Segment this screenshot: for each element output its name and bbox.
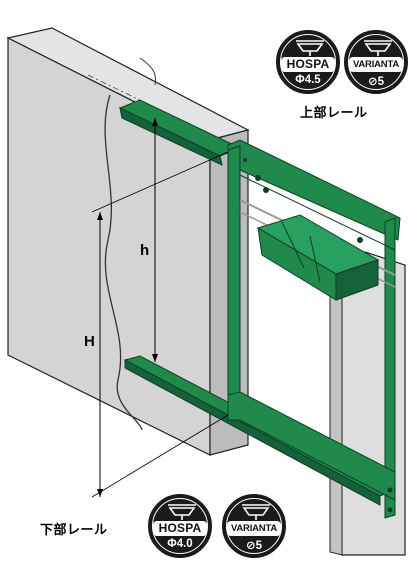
badge-brand: VARIANTA <box>349 57 403 72</box>
screw-head-icon <box>242 504 270 520</box>
hole <box>255 175 261 181</box>
screw-head-icon <box>168 504 196 520</box>
hole <box>263 187 269 193</box>
badge-brand: HOSPA <box>281 57 335 72</box>
badge-ring <box>348 34 404 90</box>
cabinet <box>6 27 250 456</box>
arrow-icon <box>97 212 103 220</box>
badge-spec: Φ4.0 <box>167 538 193 550</box>
badge-bottom-varianta: VARIANTA ⊘5 <box>222 494 286 558</box>
extension-line <box>91 414 229 498</box>
basket <box>256 214 380 301</box>
arrow-icon <box>152 118 158 126</box>
lower-plate <box>227 391 396 501</box>
front-panel-edge <box>329 264 343 556</box>
bottom-rail-side <box>124 359 381 506</box>
hole <box>387 487 393 493</box>
dimension-H-label: H <box>84 333 95 350</box>
screw-head-icon <box>296 40 324 56</box>
basket-divider <box>281 221 305 269</box>
badge-ring <box>280 34 336 90</box>
pullout-frame <box>118 99 401 519</box>
left-post <box>227 145 241 411</box>
hole <box>357 237 363 243</box>
badge-ring <box>152 498 208 554</box>
bottom-rail-label: 下部レール <box>40 522 108 537</box>
cut-line-top <box>139 57 157 86</box>
extension-line <box>91 151 229 213</box>
top-rail-side <box>119 107 223 166</box>
badge-spec: ⊘5 <box>367 76 385 88</box>
badge-brand: HOSPA <box>153 521 207 536</box>
right-post <box>384 217 396 519</box>
hole <box>243 158 247 162</box>
badge-bottom-hospa: HOSPA Φ4.0 <box>148 494 212 558</box>
screw-head-icon <box>364 40 392 56</box>
cut-line <box>104 94 143 431</box>
badge-brand: VARIANTA <box>227 521 281 536</box>
badge-top-hospa: HOSPA Φ4.5 <box>276 30 340 94</box>
basket-side <box>335 259 379 301</box>
arrow-icon <box>152 354 158 362</box>
badge-top-varianta: VARIANTA ⊘5 <box>344 30 408 94</box>
basket-divider <box>309 235 321 283</box>
hole <box>387 507 393 513</box>
dimension-h-label: h <box>140 242 150 259</box>
top-rail-label: 上部レール <box>300 105 368 120</box>
badge-spec: Φ4.5 <box>295 74 321 86</box>
badge-spec: ⊘5 <box>245 540 263 552</box>
badge-ring <box>226 498 282 554</box>
dimension-lines <box>91 118 229 498</box>
